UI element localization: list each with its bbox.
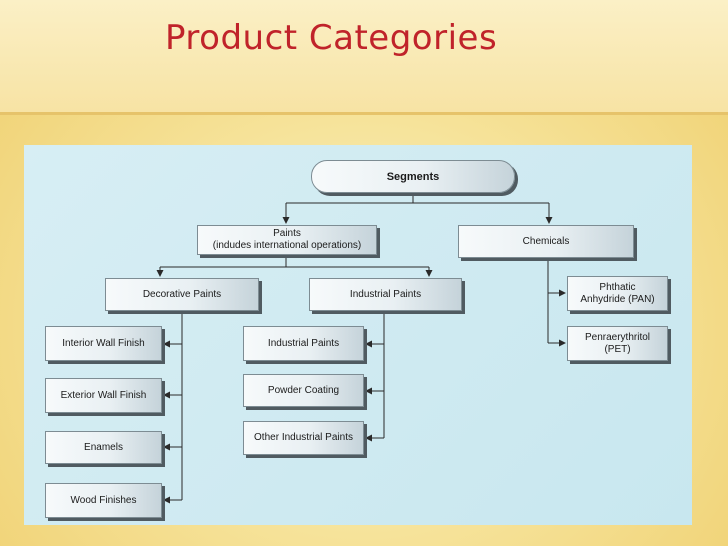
node-other-industrial-paints: Other Industrial Paints (243, 421, 364, 455)
node-interior-wall-finish: Interior Wall Finish (45, 326, 162, 361)
title-band (0, 0, 728, 115)
node-chemicals: Chemicals (458, 225, 634, 258)
node-paints: Paints (indudes international operations… (197, 225, 377, 255)
node-label: Industrial Paints (349, 288, 422, 300)
connector-lines (156, 193, 566, 504)
node-label: Chemicals (522, 235, 570, 247)
node-label: Segments (386, 170, 440, 183)
node-label: Industrial Paints (267, 337, 340, 349)
node-label: Decorative Paints (142, 288, 222, 300)
node-pentaerythritol: Penraerythritol (PET) (567, 326, 668, 361)
node-phthalic-anhydride: Phthatic Anhydride (PAN) (567, 276, 668, 311)
node-enamels: Enamels (45, 431, 162, 464)
node-label: Other Industrial Paints (254, 432, 353, 443)
page-title: Product Categories (165, 18, 498, 58)
node-wood-finishes: Wood Finishes (45, 483, 162, 518)
node-powder-coating: Powder Coating (243, 374, 364, 407)
node-label: Paints (273, 228, 301, 239)
node-label: Penraerythritol (584, 331, 651, 343)
node-decorative-paints: Decorative Paints (105, 278, 259, 311)
node-sublabel: (PET) (604, 343, 631, 355)
node-sublabel: Anhydride (PAN) (580, 293, 655, 305)
node-industrial-paints: Industrial Paints (309, 278, 462, 311)
node-label: Exterior Wall Finish (60, 389, 147, 401)
node-segments: Segments (311, 160, 515, 193)
org-chart: Segments Paints (indudes international o… (24, 145, 692, 525)
node-sublabel: (indudes international operations) (212, 240, 362, 251)
node-label: Wood Finishes (70, 494, 137, 506)
node-label: Enamels (84, 441, 123, 453)
node-exterior-wall-finish: Exterior Wall Finish (45, 378, 162, 413)
node-label: Interior Wall Finish (62, 337, 145, 349)
node-label: Powder Coating (267, 384, 340, 396)
node-industrial-paints-item: Industrial Paints (243, 326, 364, 361)
node-label: Phthatic (599, 281, 636, 293)
